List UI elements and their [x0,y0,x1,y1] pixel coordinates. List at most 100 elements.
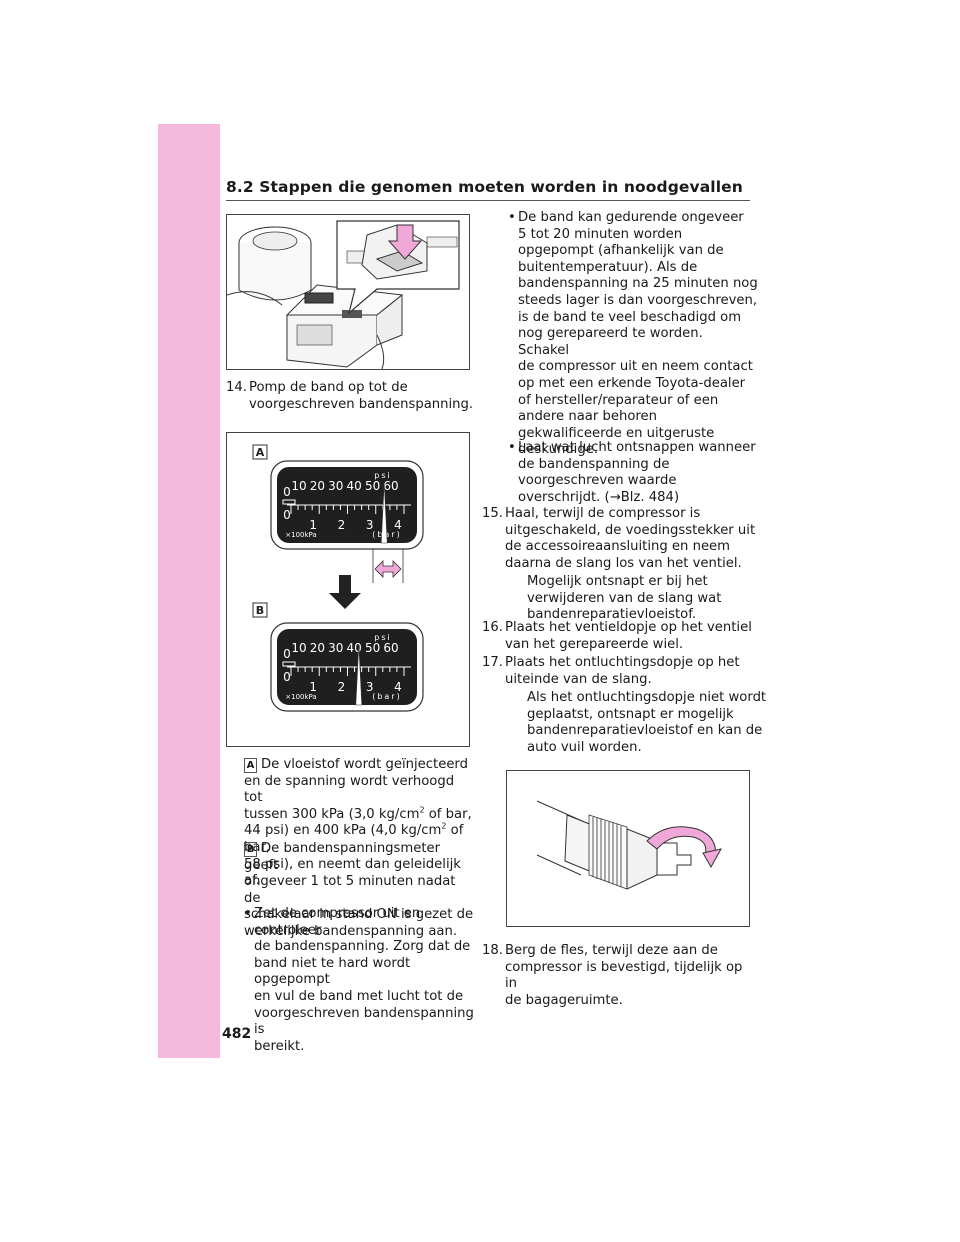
range-arrow [374,560,402,578]
psi-tick-label: 50 [365,479,380,493]
figure-label: A [256,446,265,459]
gauge-psi-unit: psi [374,633,391,642]
text-line: Zet de compressor uit en controleer [254,906,421,938]
text-line: uitgeschakeld, de voedingsstekker uit [505,522,756,538]
text-line: compressor is bevestigd, tijdelijk op in [505,959,743,992]
text-line: opgepompt (afhankelijk van de [518,243,724,259]
bar-tick-label: 4 [394,680,402,694]
psi-tick-label: 60 [383,641,398,655]
text-line: gekwalificeerde en uitgeruste [518,425,715,441]
section-tab-bar [158,124,220,1058]
text-line: Als het ontluchtingsdopje niet wordt [527,690,767,705]
psi-tick-label: 0 [283,647,291,661]
bar-tick-label: 3 [366,518,374,532]
text-line: Mogelijk ontsnapt er bij het [527,574,708,589]
text-line: bandenreparatievloeistof. [527,607,697,623]
step-number: 14. [226,380,247,395]
text-line: steeds lager is dan voorgeschreven, [518,292,758,308]
bar-tick-label: 1 [309,680,317,694]
psi-tick-label: 20 [310,479,325,493]
bar-tick-label: 2 [338,680,346,694]
label-a-box: A [244,758,257,773]
gauge-scale-marker [282,499,296,505]
gauge-needle [380,482,388,544]
bar-tick-label: 1 [309,518,317,532]
gauge-kpa-unit: ×100kPa [285,531,316,539]
psi-tick-label: 30 [328,479,343,493]
label-b-box: B [244,842,257,857]
text-line: Berg de fles, terwijl deze aan de [505,943,718,958]
psi-tick-label: 40 [347,641,362,655]
text-line: daarna de slang los van het ventiel. [505,555,742,571]
text-line: van het gerepareerde wiel. [505,636,684,652]
text-line: Laat wat lucht ontsnappen wanneer [518,440,756,455]
bar-tick-label: 2 [338,518,346,532]
text-line: bandenreparatievloeistof en kan de [527,723,763,739]
step-16: 16. Plaats het ventieldopje op het venti… [482,620,758,653]
psi-tick-label: 20 [310,641,325,655]
psi-tick-label: 60 [383,479,398,493]
valve-cap-illustration [506,770,750,927]
text-line: geplaatst, ontsnapt er mogelijk [527,706,734,722]
text-line: op met een erkende Toyota-dealer [518,375,746,391]
text-line: verwijderen van de slang wat [527,590,722,606]
text-line: Haal, terwijl de compressor is [505,506,701,521]
bar-tick-label: 0 [283,508,291,522]
text-line: 5 tot 20 minuten worden [518,226,683,242]
compressor-switch-illustration [226,214,470,370]
psi-tick-label: 40 [347,479,362,493]
text-line: de bagageruimte. [505,992,623,1008]
text-line: de bandenspanning. Zorg dat de [254,939,471,955]
text-line: band niet te hard wordt opgepompt [254,955,411,988]
gauge-needle [355,644,363,706]
text-line: auto vuil worden. [527,739,642,755]
header-divider [226,200,750,201]
bar-tick-label: 3 [366,680,374,694]
text-line: bandenspanning na 25 minuten nog [518,276,758,292]
text-line: De band kan gedurende ongeveer [518,210,744,225]
text-line: nog gerepareerd te worden. Schakel [518,326,703,358]
text-line: en vul de band met lucht tot de [254,988,464,1004]
gauge-scale-marker [282,661,296,667]
text-line: buitentemperatuur). Als de [518,259,698,275]
figure-label: B [256,604,264,617]
text-line: de accessoireaansluiting en neem [505,539,731,555]
text-line: Plaats het ventieldopje op het ventiel [505,620,752,635]
text-line: de compressor uit en neem contact [518,359,753,375]
psi-tick-label: 30 [328,641,343,655]
text-line: deskundige. [518,442,599,458]
text-line: Plaats het ontluchtingsdopje op het [505,655,740,670]
bar-tick-label: 4 [394,518,402,532]
text-line: bereikt. [254,1038,305,1054]
text-line: uiteinde van de slang. [505,671,652,687]
text-line: de bandenspanning de [518,456,670,472]
step-14: 14. Pomp de band op tot de voorgeschreve… [226,380,474,412]
text-line: is de band te veel beschadigd om [518,309,742,325]
text-line: andere naar behoren [518,409,658,425]
gauge-kpa-unit: ×100kPa [285,693,316,701]
label-box [252,602,268,618]
psi-tick-label: 50 [365,641,380,655]
psi-tick-label: 10 [291,479,306,493]
down-arrow [329,575,361,609]
gauge-bar-unit: (bar) [372,692,402,701]
page-number: 482 [222,1026,252,1042]
bar-tick-label: 0 [283,670,291,684]
label-box [252,444,268,460]
text-line: voorgeschreven waarde [518,473,677,489]
psi-tick-label: 0 [283,485,291,499]
section-title: 8.2 Stappen die genomen moeten worden in… [226,178,743,196]
pressure-gauge-illustration: Apsi010203040506001234×100kPa(bar)Bpsi01… [226,432,470,747]
text-line: of hersteller/reparateur of een [518,392,719,408]
text-line: overschrijdt. (→Blz. 484) [518,489,680,505]
